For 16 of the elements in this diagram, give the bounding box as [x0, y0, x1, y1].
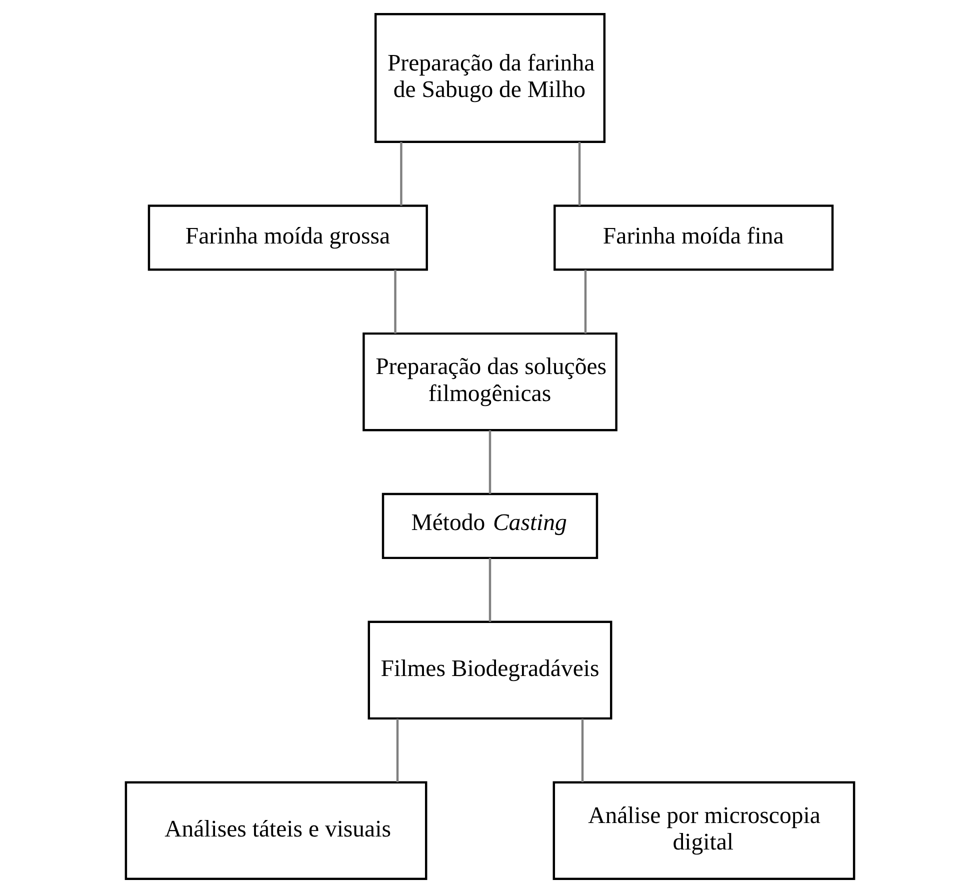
connector	[488, 430, 492, 494]
node-box: Análise por microscopia digital	[552, 781, 856, 880]
node-box: Preparação da farinha de Sabugo de Milho	[374, 12, 606, 143]
connector	[488, 558, 492, 622]
node-box: Farinha moída fina	[554, 204, 834, 271]
connector	[400, 142, 402, 206]
connector	[581, 718, 584, 782]
connector	[584, 270, 587, 334]
connector	[394, 270, 396, 334]
node-box: Filmes Biodegradáveis	[368, 620, 612, 720]
node-box: Preparação das soluções filmogênicas	[362, 332, 618, 432]
node-box: Farinha moída grossa	[148, 204, 428, 271]
node-box: Método Casting	[382, 492, 598, 560]
connector	[396, 718, 399, 782]
connector	[578, 142, 581, 206]
node-box: Análises táteis e visuais	[124, 781, 428, 880]
